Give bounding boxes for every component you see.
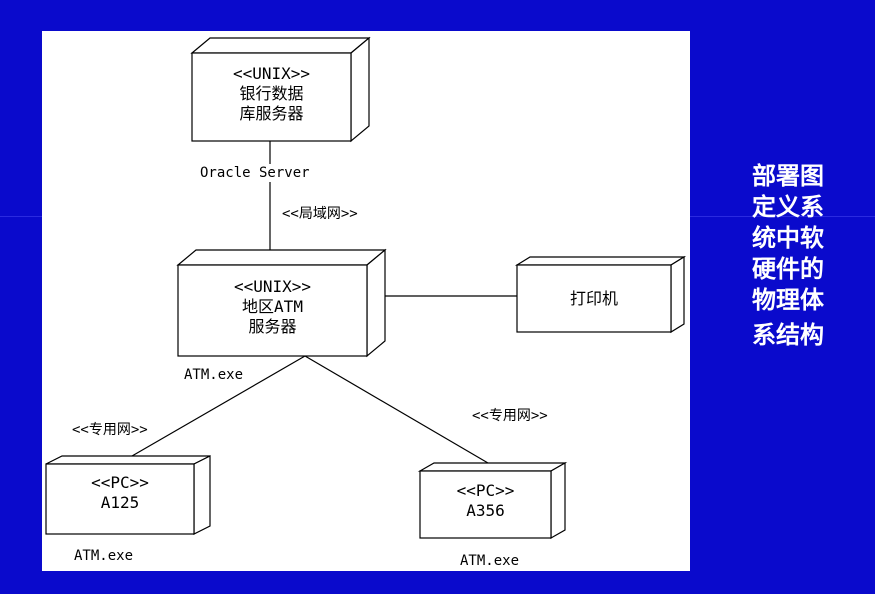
atm-exe-a125-label: ATM.exe bbox=[74, 548, 134, 564]
node-pc-a356-shape bbox=[417, 461, 568, 540]
pc-a356-name: A356 bbox=[466, 501, 505, 520]
description-line-3: 统中软 bbox=[752, 224, 824, 252]
pc-a356-stereotype: <<PC>> bbox=[456, 481, 515, 500]
pc-a125-name: A125 bbox=[100, 493, 140, 512]
node-bank-server-shape bbox=[190, 36, 371, 143]
node-printer-shape bbox=[514, 255, 687, 334]
description-line-6: 系结构 bbox=[752, 321, 824, 349]
oracle-server-label: Oracle Server bbox=[200, 165, 310, 181]
description-line-1: 部署图 bbox=[752, 162, 824, 190]
regional-server-stereotype: <<UNIX>> bbox=[233, 277, 312, 296]
private-net-left-label: <<专用网>> bbox=[72, 422, 148, 438]
description-line-5: 物理体 bbox=[752, 286, 824, 314]
connector-private-net-a125 bbox=[131, 355, 306, 457]
lan-label: <<局域网>> bbox=[282, 206, 358, 222]
atm-exe-regional-label: ATM.exe bbox=[184, 367, 244, 383]
atm-exe-a356-label: ATM.exe bbox=[460, 553, 520, 569]
node-printer: 打印机 bbox=[517, 289, 671, 309]
description-text: 部署图 定义系 统中软 硬件的 物理体 系结构 bbox=[752, 162, 852, 352]
bank-server-name-line2: 库服务器 bbox=[239, 104, 304, 123]
node-regional-server-shape bbox=[176, 248, 387, 358]
regional-server-name-line2: 服务器 bbox=[248, 317, 297, 336]
description-line-4: 硬件的 bbox=[752, 255, 824, 283]
node-regional-server: <<UNIX>> 地区ATM 服务器 bbox=[178, 277, 367, 337]
connector-private-net-a356 bbox=[304, 355, 489, 464]
printer-name: 打印机 bbox=[569, 289, 618, 308]
node-bank-server: <<UNIX>> 银行数据 库服务器 bbox=[192, 64, 351, 124]
node-pc-a125-shape bbox=[45, 455, 211, 535]
bank-server-stereotype: <<UNIX>> bbox=[232, 64, 311, 83]
description-line-2: 定义系 bbox=[752, 193, 824, 221]
pc-a125-stereotype: <<PC>> bbox=[91, 473, 149, 492]
node-pc-a125: <<PC>> A125 bbox=[46, 473, 194, 513]
bank-server-name-line1: 银行数据 bbox=[239, 84, 304, 103]
node-pc-a356: <<PC>> A356 bbox=[420, 481, 551, 521]
private-net-right-label: <<专用网>> bbox=[472, 408, 548, 424]
regional-server-name-line1: 地区ATM bbox=[242, 297, 303, 316]
